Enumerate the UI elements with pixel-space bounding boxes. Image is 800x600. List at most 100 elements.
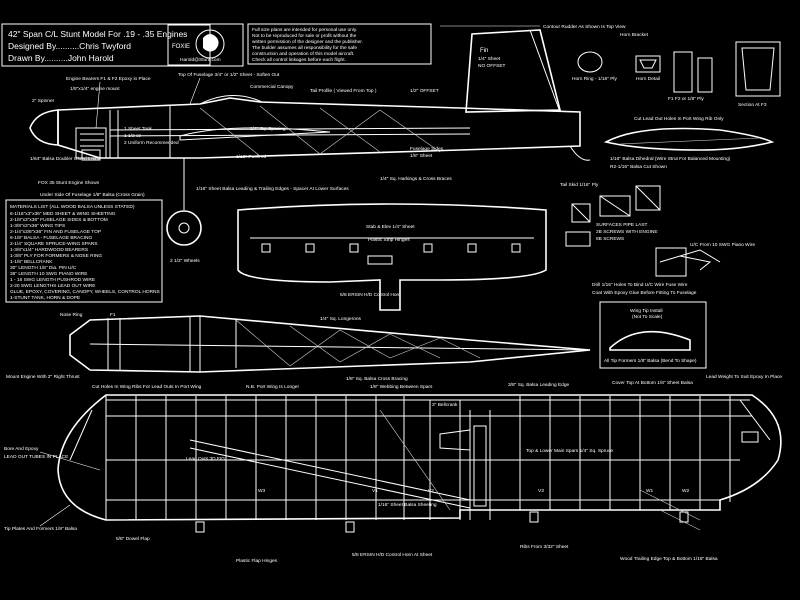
fin-sheet-label: 1/4" Sheet [478, 56, 501, 62]
bellcrank-label: 3" Bellcrank [432, 402, 458, 408]
tail-profile-label: Tail Profile ( Viewed From Top ) [310, 88, 377, 94]
material-item: 36" LENGTH 10 SWG PIANO WIRE [10, 271, 87, 277]
rib-label: V1 [372, 488, 378, 494]
rudder-offset-label: 1/2" OFFSET [410, 88, 439, 94]
section-a-label: Section At F3 [738, 102, 767, 108]
note-line: Full size plans are intended for persona… [252, 27, 357, 33]
material-item: 2-1/4" SQUARE SPRUCE-WING SPARS [10, 241, 97, 247]
note-line: Check all control linkages before each f… [252, 57, 346, 63]
cross-bracing-label: 1/8" Sq. Balsa Cross Bracing [346, 376, 408, 382]
control-horn-label: 5/8 ERSIN H/D Control Horn At Sheet [352, 552, 433, 558]
webbing-note: 1/8" Webbing Between Spars [370, 384, 433, 390]
note-line: written permission of the designer and t… [252, 39, 363, 45]
rib-label: V2 [428, 488, 434, 494]
lead-outs-label: Lead Outs 3D FIG [186, 456, 225, 462]
ribs-from-label: Ribs From 3/32" Sheet [520, 544, 569, 550]
lead-tubes-label: LEAD OUT TUBES IN PLACE [4, 454, 68, 460]
note-line: construction and operation of this model… [252, 51, 354, 57]
top-of-fuselage-label: Top Of Fuselage 3/4" or 1/2" Sheet - Sof… [178, 72, 280, 78]
harkings-label: 1/4" Sq. Harkings & Cross Braces [380, 176, 452, 182]
screws-note-2: 8B SCREWS [596, 236, 624, 242]
engine-shown-label: FOX 35 Stunt Engine Shown [38, 180, 100, 186]
materials-heading: MATERIALS LIST (ALL WOOD BALSA UNLESS ST… [10, 204, 135, 210]
uc-wire-label: U/C From 10 SWG Piano Wire [690, 242, 755, 248]
notes-box: Full size plans are intended for persona… [247, 23, 432, 65]
screws-note: 2B SCREWS WITH ENGINE [596, 229, 658, 235]
horn-details: Horn Ring - 1/16" Ply Horn Detail Horn B… [572, 32, 781, 108]
horn-bracket-label: Horn Bracket [620, 32, 649, 38]
fin-label: Fin [480, 48, 488, 54]
fin-offset-label: NO OFFSET [478, 63, 506, 69]
material-item: 6-1/16"x3"x36" MED SHEET & WING SHEETING [10, 211, 116, 217]
note-line: The builder assumes all responsibility f… [252, 45, 357, 51]
fuselage-side-view: 2" Spinner Engine Bearers F1 & F2 Epoxy … [29, 25, 599, 264]
drill-note: Drill 1/16" Holes To Bind U/C Wire Fuse … [592, 282, 688, 288]
stab-elev-label: Stab & Elev 1/4" Sheet [366, 224, 415, 230]
rib-label: W2 [682, 488, 690, 494]
tank-note-label: 2 Uniform Recommended [124, 140, 179, 146]
material-item: 2-20 SWG LENGTHS LEAD OUT WIRE [10, 283, 95, 289]
sheeting-label: 1/16" Sheet Balsa Sheeting [378, 502, 437, 508]
leading-edges-label: 1/16" Sheet Balsa Leading & Trailing Edg… [196, 186, 349, 192]
gear-detail: SURFACES PIPE LAST 2B SCREWS WITH ENGINE… [592, 185, 755, 296]
trailing-edge-label: Wood Trailing Edge Top & Bottom 1/16" Ba… [620, 556, 718, 562]
rib-label: W3 [258, 488, 266, 494]
title-line3: Drawn By..........John Harold [8, 53, 114, 63]
drill-note-2: Coat With Epoxy Glue Before Fitting To F… [592, 290, 697, 296]
rib-label: V3 [538, 488, 544, 494]
badge-name: FOXIE [172, 44, 190, 50]
material-item: 1-3/8"x3"x36" WING TIPS [10, 223, 65, 229]
wheel-drawing [166, 210, 202, 246]
title-line2: Designed By..........Chris Twyford [8, 41, 131, 51]
engine-mount-label: 1/8"x1/4" engine mount [70, 86, 120, 92]
port-wing-note: N.B. Port Wing Is Longer [246, 384, 299, 390]
hole-note: Cut Holes In Wing Ribs For Lead Outs In … [92, 384, 202, 390]
tail-skid-label: Tail Skid 1/16" Ply [560, 182, 599, 188]
fuselage-sides-label: Fuselage Sides [410, 146, 444, 152]
plastic-hinges-label: Plastic Strip Hinges [368, 237, 410, 243]
material-item: 1 - 16 SWG LENGTH PUSHROD WIRE [10, 277, 95, 283]
tank-label: 1 Sheet Tank [124, 126, 153, 132]
wing-plan: Cut Holes In Wing Ribs For Lead Outs In … [4, 374, 782, 564]
nose-ring-label: Nose Ring [60, 312, 83, 318]
doubler-label: 1/64" Balsa Doubler Glued Inside [30, 156, 101, 162]
cover-top-note: Cover Top At Bottom 1/8" Sheet Balsa [612, 380, 693, 386]
pushrod-label: 1/16" Pushrod [236, 154, 267, 160]
flap-hinges-label: Plastic Flap Hinges [236, 558, 278, 564]
wire-note: 1/16" Balsa Dihedral (Wire Strut For Bal… [610, 156, 731, 162]
material-item: 1-3/8" PLY FOR FORMERS & NOSE RING [10, 253, 102, 259]
elevator-horn-label: 5/8 ERSIN H/D Control Horn [340, 292, 401, 298]
underside-label: Under Side Of Fuselage 1/8" Balsa (Cross… [40, 192, 145, 198]
engine-bearers-label: Engine Bearers F1 & F2 Epoxy in Place [66, 76, 151, 82]
wing-tip-subtitle: (Not To Scale) [632, 314, 663, 320]
f1-label: F1 [110, 312, 116, 318]
title-block: 42" Span C/L Stunt Model For .19 - .35 E… [1, 23, 244, 67]
material-item: 6-1/8" BALSA - FUSELAGE BRACING [10, 235, 92, 241]
material-item: 30" LENGTH 1/8" Dia. PIN U/C [10, 265, 77, 271]
tank-size-label: 1 1/2 oz [124, 133, 142, 139]
title-credit: Harold@Stunt.com [180, 57, 221, 63]
spinner-drawing [29, 109, 59, 146]
rudder-note: Contour Rudder As Shown Is Top View [543, 24, 626, 30]
foxie-badge: FOXIE [167, 24, 225, 66]
material-item: GLUE, EPOXY, COVERING, CANOPY, WHEELS, C… [10, 289, 160, 295]
flap-horn-label: 5/8" Dowel Flap [116, 536, 150, 542]
stabilizer-drawing: Stab & Elev 1/4" Sheet Plastic Strip Hin… [237, 203, 547, 311]
title-line1: 42" Span C/L Stunt Model For .19 - .35 E… [8, 29, 187, 39]
horn-ring-label: Horn Ring - 1/16" Ply [572, 76, 617, 82]
material-item: 2-1/8"x3"x36" FUSELAGE SIDES & BOTTOM [10, 217, 108, 223]
longerons-label: 1/4" Sq. Longerons [320, 316, 362, 322]
materials-list: MATERIALS LIST (ALL WOOD BALSA UNLESS ST… [5, 199, 163, 303]
rib-label: W1 [646, 488, 654, 494]
material-item: 2-1/4"x3/8"x36" FIN AND FUSELAGE TOP [10, 229, 101, 235]
fin-drawing: Fin 1/4" Sheet NO OFFSET Contour Rudder … [465, 24, 626, 113]
material-item: 1-3/8"x1/4" HARDWOOD BEARERS [10, 247, 88, 253]
tip-formers-label: All Tip Formers 1/8" Balsa (Bend To Shap… [604, 358, 697, 364]
leading-edge-note: 3/8" Sq. Balsa Leading Edge [508, 382, 570, 388]
wheels-label: 2 1/2" Wheels [170, 258, 200, 264]
material-item: 1-STUNT TANK, HORN & DOPE [10, 295, 80, 301]
spacing-label: 1/4" Sq. Spacing [250, 126, 286, 132]
fuselage-top-view: Nose Ring F1 1/4" Sq. Longerons 1/8" Sq.… [6, 312, 591, 382]
outline-note: Cut Lead Out Holes In Port Wing Rib Only [634, 116, 724, 122]
